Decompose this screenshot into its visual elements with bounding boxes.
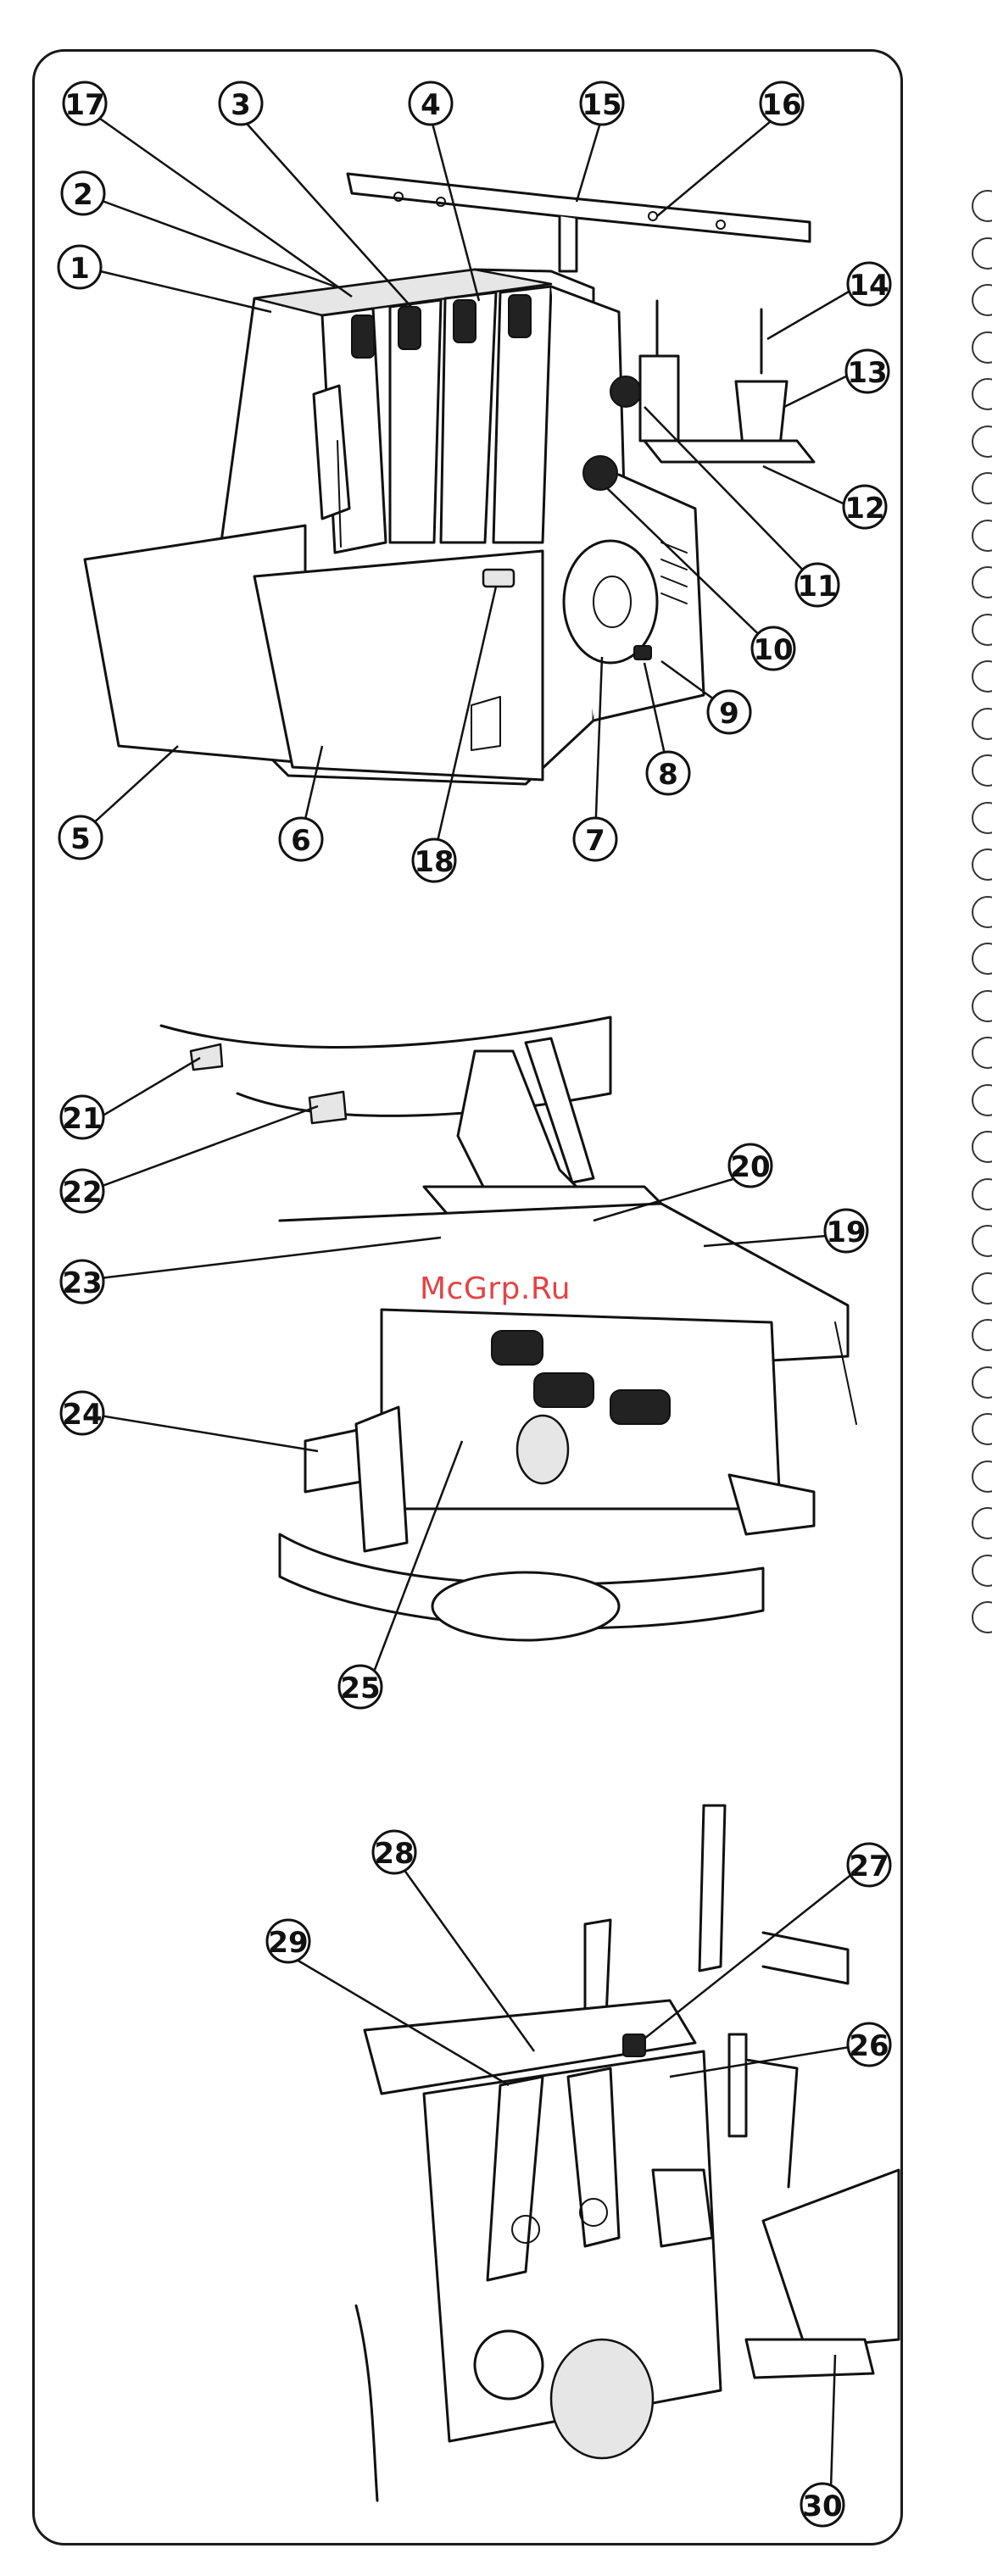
svg-text:4: 4 xyxy=(421,88,441,122)
thread-stand-bar xyxy=(348,174,810,242)
svg-text:28: 28 xyxy=(374,1837,414,1871)
svg-text:1: 1 xyxy=(70,252,90,286)
bed-foot xyxy=(432,1572,619,1640)
pulley xyxy=(475,2331,543,2399)
svg-text:30: 30 xyxy=(802,2490,842,2523)
callout-2: 2 xyxy=(62,172,104,214)
upper-knife xyxy=(746,2340,873,2378)
waste-tray xyxy=(729,1475,814,1534)
svg-text:23: 23 xyxy=(62,1266,102,1300)
svg-text:29: 29 xyxy=(268,1926,308,1960)
callout-1: 1 xyxy=(59,246,101,288)
callout-10: 10 xyxy=(752,627,794,670)
callout-7: 7 xyxy=(574,818,616,860)
callout-23: 23 xyxy=(61,1260,103,1303)
callout-27: 27 xyxy=(848,1844,890,1886)
callout-6: 6 xyxy=(280,818,322,860)
cover-open-lever xyxy=(483,570,514,587)
svg-text:11: 11 xyxy=(797,570,837,604)
spool-pins xyxy=(640,301,814,462)
svg-text:26: 26 xyxy=(849,2029,889,2063)
svg-text:8: 8 xyxy=(658,758,678,792)
callout-24: 24 xyxy=(61,1392,103,1434)
thread-guide xyxy=(763,1933,848,1983)
callout-15: 15 xyxy=(581,82,623,125)
callout-8: 8 xyxy=(647,752,689,794)
guide-bar xyxy=(729,2034,746,2136)
svg-text:7: 7 xyxy=(585,824,605,858)
callout-25: 25 xyxy=(339,1666,382,1708)
thread-stand-post xyxy=(560,216,577,271)
callout-11: 11 xyxy=(796,564,839,606)
svg-text:9: 9 xyxy=(719,697,739,731)
svg-text:16: 16 xyxy=(761,88,801,122)
base-edge xyxy=(356,2306,377,2501)
svg-text:12: 12 xyxy=(844,492,884,526)
right-side-panel xyxy=(763,2170,899,2348)
stitch-length-knob xyxy=(583,456,617,490)
callout-22: 22 xyxy=(61,1170,103,1212)
looper-drive-hub xyxy=(551,2340,653,2458)
presser-screw xyxy=(623,2034,645,2056)
right-cover-edge xyxy=(746,2060,797,2187)
svg-text:25: 25 xyxy=(340,1672,380,1705)
svg-text:10: 10 xyxy=(753,633,793,667)
cutter-assembly xyxy=(382,1310,780,1509)
callout-21: 21 xyxy=(61,1096,103,1138)
callout-30: 30 xyxy=(801,2484,844,2526)
callout-3: 3 xyxy=(220,82,262,125)
figure-2-presser-area xyxy=(161,1017,856,1640)
svg-text:21: 21 xyxy=(62,1102,102,1136)
looper-block xyxy=(653,2170,712,2246)
callout-13: 13 xyxy=(846,350,889,392)
svg-text:5: 5 xyxy=(70,822,91,856)
svg-text:17: 17 xyxy=(64,88,104,122)
callout-12: 12 xyxy=(844,486,886,528)
callout-28: 28 xyxy=(373,1831,415,1873)
differential-knob xyxy=(610,376,641,407)
svg-text:14: 14 xyxy=(849,269,889,303)
watermark-text: McGrp.Ru xyxy=(420,1271,571,1306)
handwheel xyxy=(564,541,657,663)
svg-text:18: 18 xyxy=(414,845,454,879)
svg-text:24: 24 xyxy=(62,1398,102,1432)
callout-19: 19 xyxy=(825,1210,867,1252)
callout-16: 16 xyxy=(761,82,803,125)
svg-text:2: 2 xyxy=(73,178,93,212)
callout-4: 4 xyxy=(410,82,452,125)
svg-text:3: 3 xyxy=(231,88,251,122)
svg-text:22: 22 xyxy=(62,1176,102,1210)
callout-17: 17 xyxy=(64,82,106,125)
power-switch xyxy=(634,646,651,659)
callout-18: 18 xyxy=(413,839,455,882)
knife-lever-arm xyxy=(356,1407,407,1551)
callout-5: 5 xyxy=(59,816,102,859)
svg-text:27: 27 xyxy=(849,1850,889,1883)
svg-text:15: 15 xyxy=(582,88,621,122)
callout-9: 9 xyxy=(708,691,750,733)
svg-text:13: 13 xyxy=(847,356,887,390)
callout-20: 20 xyxy=(729,1144,772,1187)
svg-text:6: 6 xyxy=(291,824,311,858)
svg-text:20: 20 xyxy=(730,1150,770,1184)
needle-clamp-3 xyxy=(699,1805,725,1971)
callout-29: 29 xyxy=(267,1920,309,1962)
callout-26: 26 xyxy=(848,2023,890,2066)
callout-14: 14 xyxy=(848,263,890,305)
svg-text:19: 19 xyxy=(826,1216,866,1249)
figure-3-looper-area xyxy=(356,1805,899,2501)
